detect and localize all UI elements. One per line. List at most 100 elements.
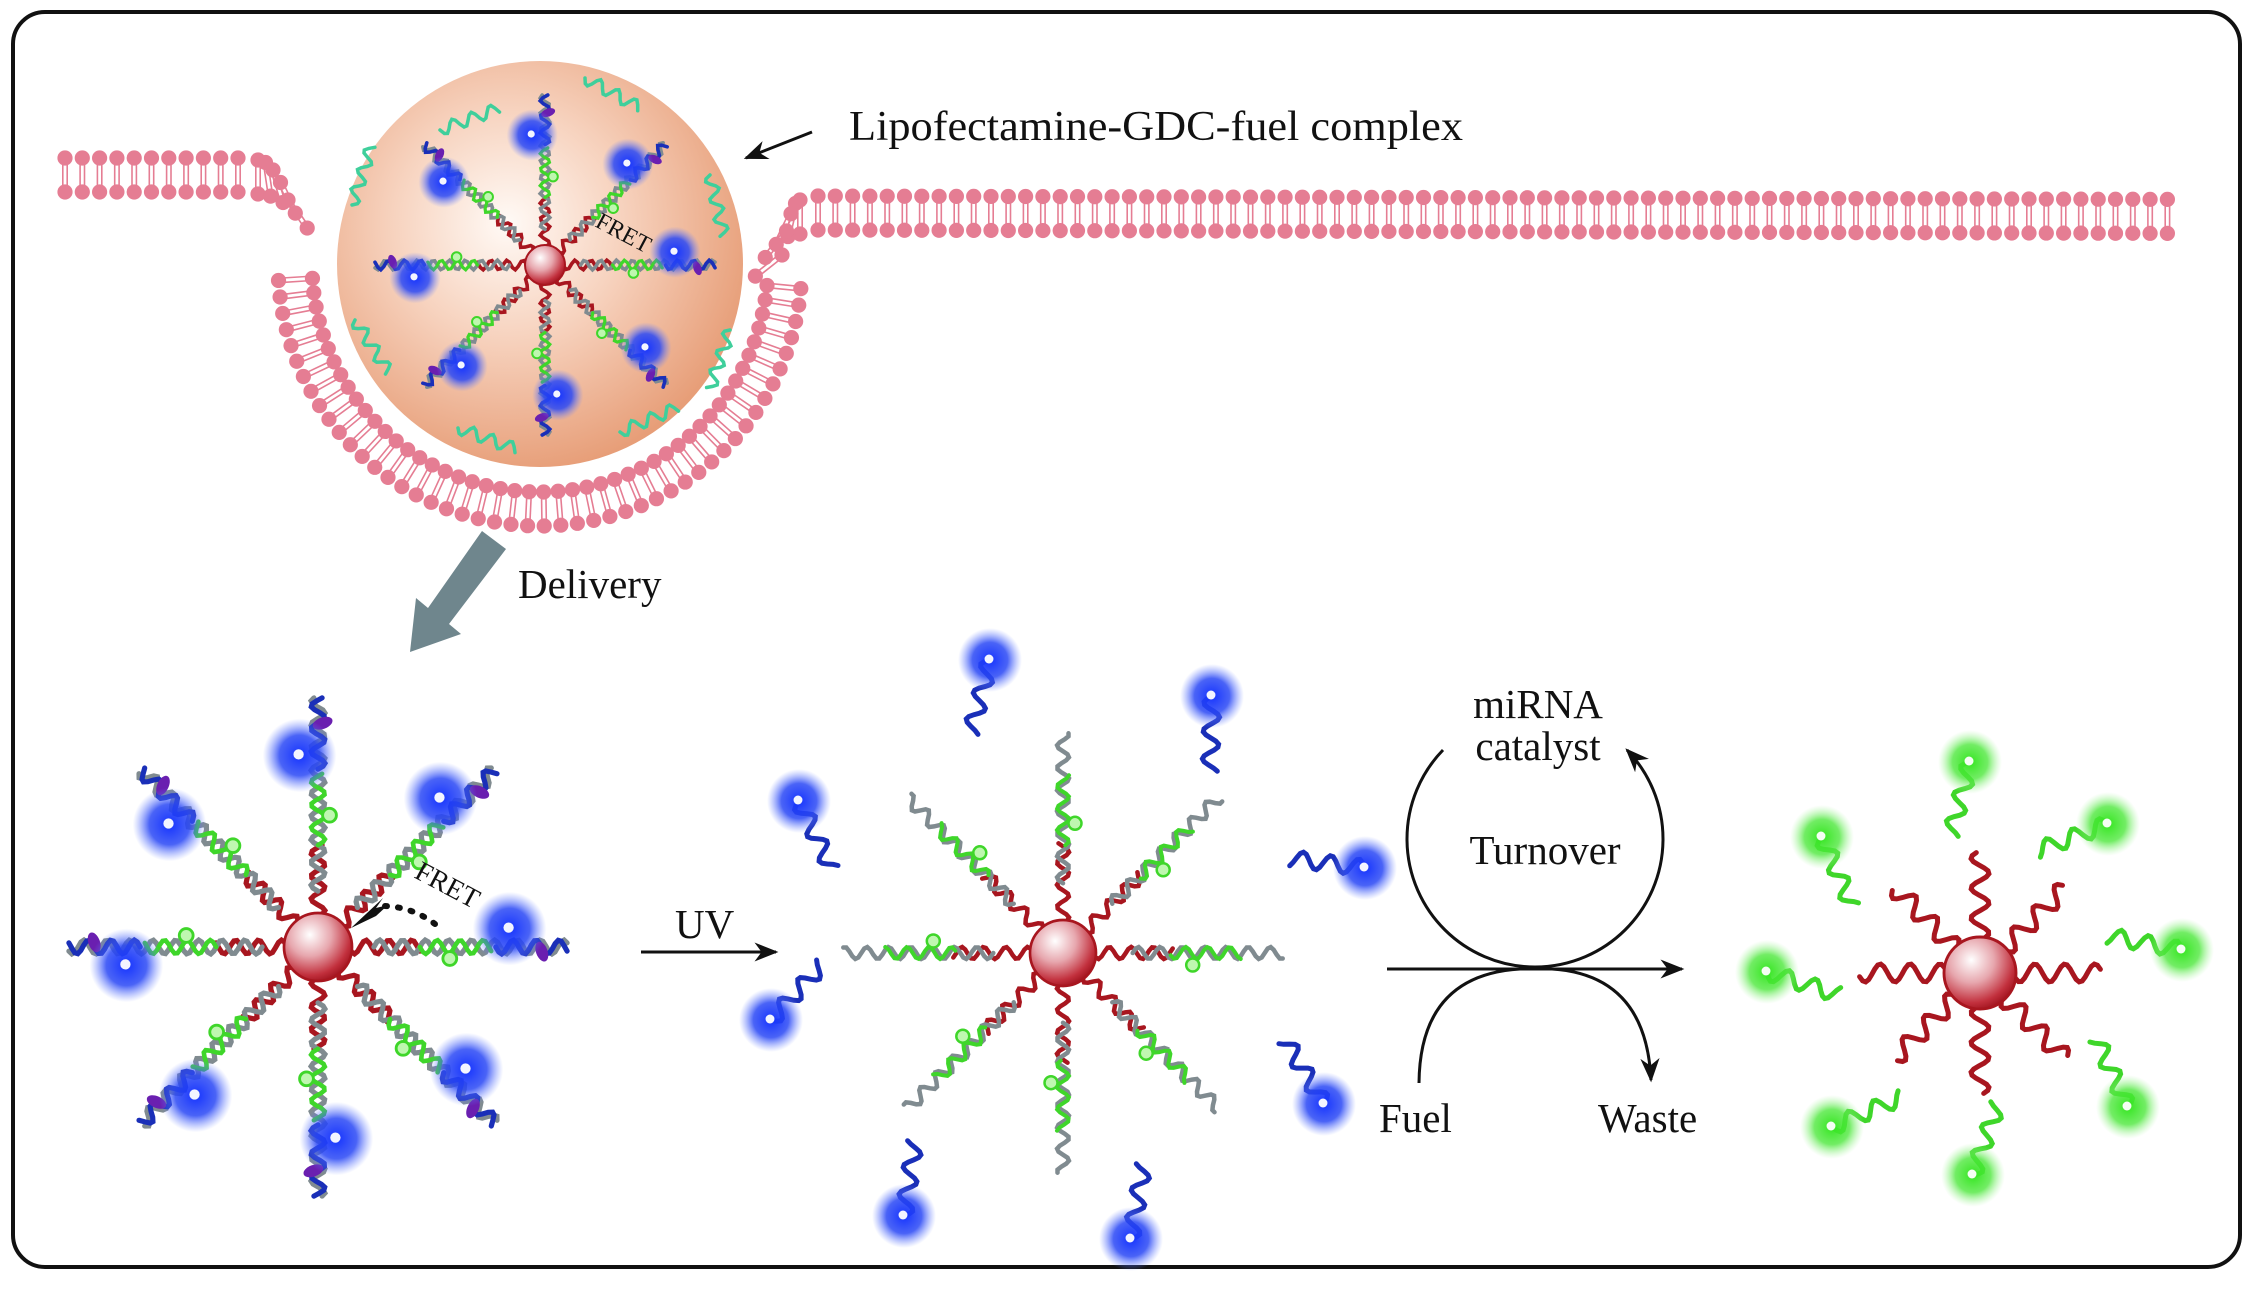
- lipid-head: [1398, 189, 1414, 206]
- lipid-head: [1588, 224, 1605, 240]
- lipid-head: [1986, 225, 2002, 241]
- lipid-head: [299, 220, 315, 236]
- lipid-head: [793, 281, 809, 297]
- lipid-head: [357, 402, 373, 419]
- dna-arm: [262, 695, 338, 919]
- lipid-head: [879, 222, 895, 238]
- blue-fluorophore-glow-dot: [641, 343, 649, 351]
- dna-arm: [66, 927, 290, 1003]
- uv-label: UV: [675, 901, 735, 947]
- green-fluorophore: [410, 853, 428, 871]
- lipid-head: [1364, 189, 1380, 205]
- released-green: [2087, 1039, 2160, 1139]
- lipid-head: [648, 491, 665, 507]
- lipid-head: [1744, 224, 1760, 240]
- lipid-head: [321, 411, 337, 427]
- lipid-head: [304, 270, 321, 286]
- anchor-strand: [1090, 944, 1175, 962]
- lipid-head: [1640, 224, 1656, 240]
- green-fluorophore: [1155, 862, 1171, 878]
- dna-arm: [337, 761, 500, 930]
- lipid-head: [320, 341, 336, 357]
- lipid-head: [1848, 190, 1864, 207]
- lipid-head: [607, 471, 623, 488]
- lipid-head: [1779, 190, 1795, 207]
- green-fluorophore: [547, 170, 559, 183]
- lipid-head: [966, 188, 982, 204]
- lipid-tail: [631, 478, 642, 500]
- anchor-strand: [2000, 881, 2065, 955]
- lipid-tail: [292, 203, 307, 223]
- lipid-head: [1415, 223, 1432, 240]
- lipid-head: [1813, 190, 1829, 207]
- lipid-tail: [449, 483, 460, 505]
- lipid-head: [1969, 225, 1985, 241]
- turnover-cycle: miRNA catalyst Turnover Fuel Waste: [1379, 681, 1697, 1141]
- grey-strand: [909, 791, 1016, 908]
- lipid-tail: [741, 381, 762, 395]
- lipid-head: [1294, 223, 1310, 239]
- lipid-tail: [773, 283, 796, 287]
- lipid-head: [1848, 224, 1864, 241]
- lipid-head: [931, 188, 947, 204]
- lipid-head: [702, 408, 718, 424]
- released-blue: [1287, 836, 1397, 900]
- lipid-head: [451, 469, 467, 485]
- lipid-head: [1502, 224, 1518, 240]
- waste-label: Waste: [1598, 1095, 1697, 1141]
- lipid-head: [265, 162, 281, 178]
- lipid-head: [2038, 191, 2054, 207]
- lipid-tail: [627, 480, 638, 502]
- green-fluorophore: [1138, 1045, 1154, 1061]
- lipid-head: [618, 503, 634, 520]
- lipid-head: [735, 360, 751, 376]
- lipid-head: [486, 514, 503, 530]
- lipid-tail: [288, 205, 303, 225]
- released-green: [1800, 1088, 1901, 1159]
- lipid-head: [311, 313, 327, 329]
- lipid-head: [1623, 190, 1639, 206]
- lipid-tail: [724, 406, 744, 422]
- green-fluorophore: [972, 845, 988, 861]
- lipid-head: [536, 518, 552, 534]
- green-fluorophore: [177, 927, 195, 944]
- fuel-strand: [438, 103, 502, 136]
- anchor-strand: [1054, 980, 1072, 1065]
- dna-arm: [506, 93, 559, 249]
- lipid-tail: [291, 319, 314, 327]
- lipid-head: [283, 338, 299, 354]
- lipid-head: [1796, 190, 1812, 207]
- blue-fluorophore-glow-dot: [670, 247, 678, 255]
- lipid-head: [1710, 224, 1726, 240]
- lipid-head: [691, 464, 707, 481]
- lipid-head: [1242, 189, 1259, 205]
- lipid-tail: [739, 385, 760, 398]
- grey-strand: [1054, 731, 1072, 886]
- dna-arm: [335, 966, 504, 1129]
- released-blue-glow-dot: [1359, 862, 1369, 872]
- lipid-head: [272, 174, 289, 191]
- released-blue-glow-dot: [765, 1014, 775, 1024]
- lipid-head: [412, 450, 428, 466]
- lipid-head: [1277, 223, 1293, 239]
- released-blue: [1276, 1041, 1356, 1136]
- lipid-head: [757, 292, 773, 308]
- lipid-head: [1018, 188, 1034, 205]
- lipid-head: [670, 437, 686, 453]
- lipid-head: [1381, 223, 1397, 240]
- lipid-head: [1139, 223, 1155, 239]
- anchor-strand: [984, 970, 1045, 1037]
- lipid-tail: [722, 409, 741, 425]
- lipid-tail: [760, 259, 780, 275]
- lipid-head: [1727, 190, 1743, 206]
- lipid-head: [178, 150, 194, 166]
- released-blue: [767, 769, 841, 868]
- lipid-tail: [334, 403, 354, 419]
- released-blue: [739, 957, 823, 1052]
- anchor-strand: [1080, 971, 1147, 1032]
- lipid-head: [161, 150, 177, 166]
- blue-fluorophore-glow-dot: [163, 818, 174, 829]
- lipid-head: [1000, 222, 1016, 239]
- lipid-tail: [465, 487, 474, 510]
- lipid-head: [783, 330, 800, 346]
